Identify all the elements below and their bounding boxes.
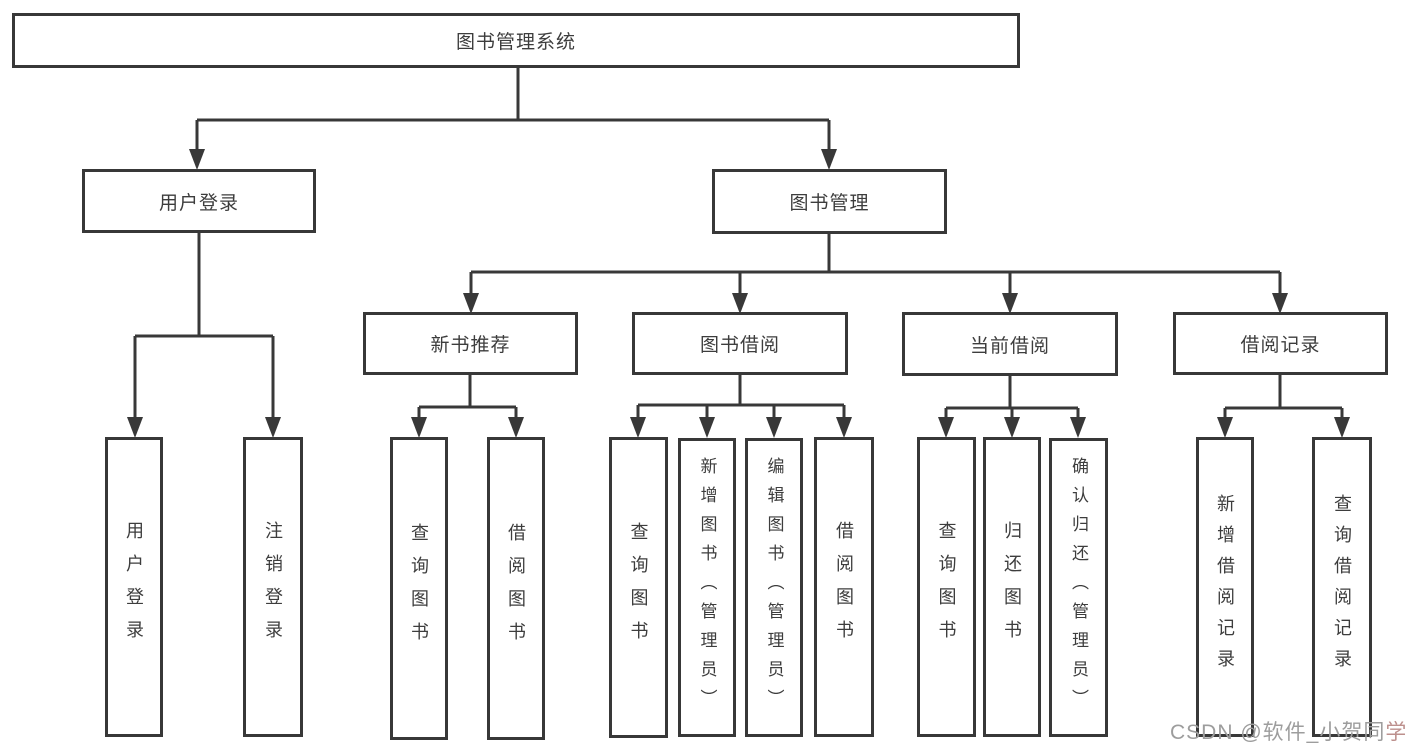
- node-borrow-records: 借阅记录: [1173, 312, 1388, 375]
- leaf-records-query-record-label: 查询借阅记录: [1332, 494, 1352, 680]
- node-current-borrow: 当前借阅: [902, 312, 1118, 376]
- connector-borrow-to-leaves: [636, 375, 846, 424]
- leaf-logout-label: 注销登录: [263, 521, 283, 653]
- leaf-recommend-borrow-books: 借阅图书: [487, 437, 545, 740]
- csdn-watermark-text: CSDN @软件_小贺同: [1170, 721, 1386, 744]
- leaf-records-add-record: 新增借阅记录: [1196, 437, 1254, 737]
- node-book-borrow-label: 图书借阅: [699, 335, 780, 356]
- node-system-root-label: 图书管理系统: [455, 32, 576, 53]
- leaf-recommend-query-books-label: 查询图书: [409, 522, 429, 655]
- connector-recommend-to-leaves: [417, 375, 518, 424]
- node-new-book-recommend-label: 新书推荐: [430, 335, 511, 356]
- leaf-user-login: 用户登录: [105, 437, 163, 737]
- leaf-logout: 注销登录: [243, 437, 303, 737]
- connector-userlogin-to-leaves: [133, 233, 275, 423]
- node-book-management-label: 图书管理: [789, 193, 870, 214]
- leaf-user-login-label: 用户登录: [124, 521, 144, 653]
- connector-root-to-level2: [195, 68, 831, 155]
- connector-bookmgmt-to-level3: [469, 233, 1282, 300]
- leaf-recommend-query-books: 查询图书: [390, 437, 448, 740]
- leaf-current-confirm-return-admin-label: 确认归还（管理员）: [1069, 457, 1088, 718]
- connector-records-to-leaves: [1223, 375, 1344, 424]
- leaf-current-query-books-label: 查询图书: [936, 521, 957, 653]
- leaf-borrow-borrow-books-label: 借阅图书: [834, 521, 854, 653]
- node-system-root: 图书管理系统: [12, 13, 1020, 68]
- leaf-recommend-borrow-books-label: 借阅图书: [506, 522, 526, 655]
- leaf-borrow-query-books-label: 查询图书: [628, 521, 649, 654]
- csdn-watermark: CSDN @软件_小贺同学: [1170, 716, 1405, 746]
- leaf-records-query-record: 查询借阅记录: [1312, 437, 1372, 737]
- leaf-borrow-add-books-admin: 新增图书（管理员）: [678, 438, 736, 737]
- node-user-login-label: 用户登录: [158, 192, 239, 214]
- leaf-current-return-books: 归还图书: [983, 437, 1041, 737]
- node-current-borrow-label: 当前借阅: [969, 335, 1050, 357]
- leaf-records-add-record-label: 新增借阅记录: [1215, 494, 1235, 680]
- leaf-borrow-borrow-books: 借阅图书: [814, 437, 874, 737]
- leaf-borrow-query-books: 查询图书: [609, 437, 668, 738]
- leaf-borrow-add-books-admin-label: 新增图书（管理员）: [697, 457, 717, 718]
- node-borrow-records-label: 借阅记录: [1240, 335, 1321, 356]
- leaf-current-query-books: 查询图书: [917, 437, 976, 737]
- node-new-book-recommend: 新书推荐: [363, 312, 578, 375]
- leaf-borrow-edit-books-admin-label: 编辑图书（管理员）: [764, 457, 784, 718]
- node-user-login: 用户登录: [82, 169, 316, 233]
- node-book-borrow: 图书借阅: [632, 312, 848, 375]
- connector-current-to-leaves: [944, 375, 1080, 424]
- leaf-current-confirm-return-admin: 确认归还（管理员）: [1049, 438, 1108, 737]
- leaf-current-return-books-label: 归还图书: [1002, 521, 1022, 653]
- csdn-watermark-accent-char: 学: [1385, 721, 1405, 744]
- arrowheads: [127, 149, 1350, 438]
- node-book-management: 图书管理: [712, 169, 947, 234]
- leaf-borrow-edit-books-admin: 编辑图书（管理员）: [745, 438, 803, 737]
